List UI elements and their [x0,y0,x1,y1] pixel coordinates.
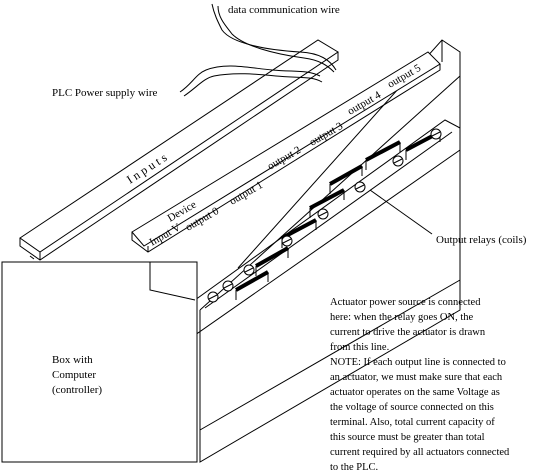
data-wire-label: data communication wire [228,4,340,16]
note-line: an actuator, we must make sure that each [330,372,503,383]
note-line: this source must be greater than total [330,432,485,443]
relay-coil [309,188,345,218]
terminal-screw [392,155,404,167]
note-text: Actuator power source is connected here:… [330,297,510,473]
box-computer-line-1: Box with [52,354,93,366]
relay-coil [235,270,269,300]
output-relays [207,128,442,303]
terminal-screw [243,264,255,276]
computer-box [1,261,198,463]
box-computer-line-2: Computer [52,369,96,381]
terminal-screw [281,235,293,247]
output-strip [131,51,441,253]
relay-coil [255,246,289,276]
note-line: the voltage of source connected on this [330,402,494,413]
terminal-screw [430,128,442,140]
note-line: current required by all actuators connec… [330,447,510,458]
terminal-screw [207,291,219,303]
note-line: from this line. [330,342,389,353]
plc-power-supply-wire [179,65,321,93]
relay-coil [365,140,401,170]
wires [179,3,337,97]
plc-power-label: PLC Power supply wire [52,87,158,99]
box-computer-line-3: (controller) [52,384,102,396]
note-line: current to drive the actuator is drawn [330,327,486,338]
terminal-screw [354,181,366,193]
note-line: here: when the relay goes ON, the [330,312,473,323]
terminal-screw [222,280,234,292]
output-relays-label: Output relays (coils) [436,234,527,246]
note-line: Actuator power source is connected [330,297,481,308]
output-relays-leader [369,189,433,235]
note-line: terminal. Also, total current capacity o… [330,417,495,428]
terminal-screw [317,208,329,220]
note-line: NOTE: If each output line is connected t… [330,357,506,368]
note-line: to the PLC. [330,462,378,473]
data-communication-wire [211,3,337,71]
labels: data communication wire PLC Power supply… [52,4,527,473]
relay-coil [329,164,363,194]
note-line: actuator operates on the same Voltage as [330,387,500,398]
